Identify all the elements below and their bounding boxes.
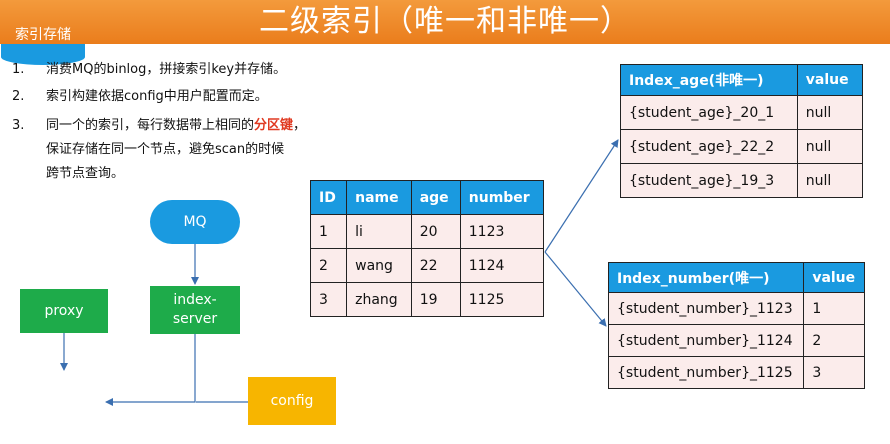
table-cell: 1 — [309, 214, 348, 249]
arrow-table-to-number-index — [544, 251, 607, 327]
table-cell: li — [346, 214, 412, 249]
point-text: 索引构建依据config中用户配置而定。 — [46, 89, 268, 104]
student-table: ID name age number 1 li 20 1123 2 wang 2… — [309, 180, 545, 317]
arrow-index-server-to-storage — [105, 334, 196, 406]
table-cell: {student_number}_1123 — [607, 292, 805, 325]
table-cell: null — [796, 95, 864, 130]
table-cell: 2 — [803, 324, 865, 357]
column-header: Index_age(非唯一) — [620, 64, 798, 96]
table-cell: {student_number}_1125 — [607, 356, 805, 389]
point-text-line2: 保证存储在同一个节点，避免scan的时候 — [46, 142, 285, 157]
table-cell: 22 — [410, 248, 461, 283]
age-index-table: Index_age(非唯一) value {student_age}_20_1 … — [620, 64, 864, 198]
column-header: number — [459, 180, 545, 215]
column-header: value — [803, 262, 865, 293]
table-cell: wang — [346, 248, 412, 283]
table-header-row: ID name age number — [309, 180, 545, 215]
table-cell: null — [796, 163, 864, 198]
table-row: {student_age}_22_2 null — [620, 129, 864, 164]
table-row: 1 li 20 1123 — [309, 214, 545, 249]
table-header-row: Index_age(非唯一) value — [620, 64, 864, 96]
table-cell: 3 — [803, 356, 865, 389]
table-cell: 1123 — [459, 214, 545, 249]
mq-node: MQ — [150, 200, 240, 244]
table-cell: {student_age}_19_3 — [620, 163, 798, 198]
table-cell: 1124 — [459, 248, 545, 283]
point-number: 3. — [12, 118, 25, 133]
proxy-node: proxy — [20, 289, 108, 333]
table-row: {student_age}_19_3 null — [620, 163, 864, 198]
table-header-row: Index_number(唯一) value — [607, 262, 865, 293]
table-row: {student_number}_1124 2 — [607, 324, 865, 357]
column-header: name — [346, 180, 412, 215]
table-row: 2 wang 22 1124 — [309, 248, 545, 283]
key-points-list: 1. 消费MQ的binlog，拼接索引key并存储。 2. 索引构建依据conf… — [12, 60, 372, 194]
table-cell: 19 — [410, 282, 461, 317]
number-index-table: Index_number(唯一) value {student_number}_… — [607, 262, 865, 389]
table-cell: {student_number}_1124 — [607, 324, 805, 357]
table-cell: 3 — [309, 282, 348, 317]
index-server-node: index- server — [150, 286, 240, 334]
table-cell: zhang — [346, 282, 412, 317]
column-header: age — [410, 180, 461, 215]
index-server-label-line2: server — [172, 311, 218, 327]
table-cell: {student_age}_20_1 — [620, 95, 798, 130]
table-cell: 20 — [410, 214, 461, 249]
table-cell: null — [796, 129, 864, 164]
index-server-label-line1: index- — [173, 292, 217, 308]
point-2: 2. 索引构建依据config中用户配置而定。 — [12, 87, 372, 106]
point-3: 3. 同一个的索引，每行数据带上相同的分区键， 保证存储在同一个节点，避免sca… — [12, 114, 372, 186]
point-number: 1. — [12, 62, 25, 77]
config-node: config — [248, 377, 336, 425]
point-text: 消费MQ的binlog，拼接索引key并存储。 — [46, 62, 287, 77]
column-header: Index_number(唯一) — [607, 262, 805, 293]
table-cell: 2 — [309, 248, 348, 283]
point-text: 同一个的索引，每行数据带上相同的 — [46, 118, 255, 133]
point-1: 1. 消费MQ的binlog，拼接索引key并存储。 — [12, 60, 372, 79]
table-row: {student_age}_20_1 null — [620, 95, 864, 130]
partition-key-highlight: 分区键 — [254, 118, 294, 133]
table-cell: {student_age}_22_2 — [620, 129, 798, 164]
table-row: {student_number}_1125 3 — [607, 356, 865, 389]
point-number: 2. — [12, 89, 25, 104]
point-text-line3: 跨节点查询。 — [46, 166, 125, 181]
table-cell: 1125 — [459, 282, 545, 317]
page-title: 二级索引（唯一和非唯一） — [0, 0, 890, 44]
table-row: {student_number}_1123 1 — [607, 292, 865, 325]
column-header: value — [796, 64, 864, 96]
table-cell: 1 — [803, 292, 865, 325]
table-row: 3 zhang 19 1125 — [309, 282, 545, 317]
column-header: ID — [309, 180, 348, 215]
point-text: ， — [293, 118, 307, 133]
index-storage-label: 索引存储 — [15, 27, 71, 43]
arrow-table-to-age-index — [544, 139, 619, 253]
